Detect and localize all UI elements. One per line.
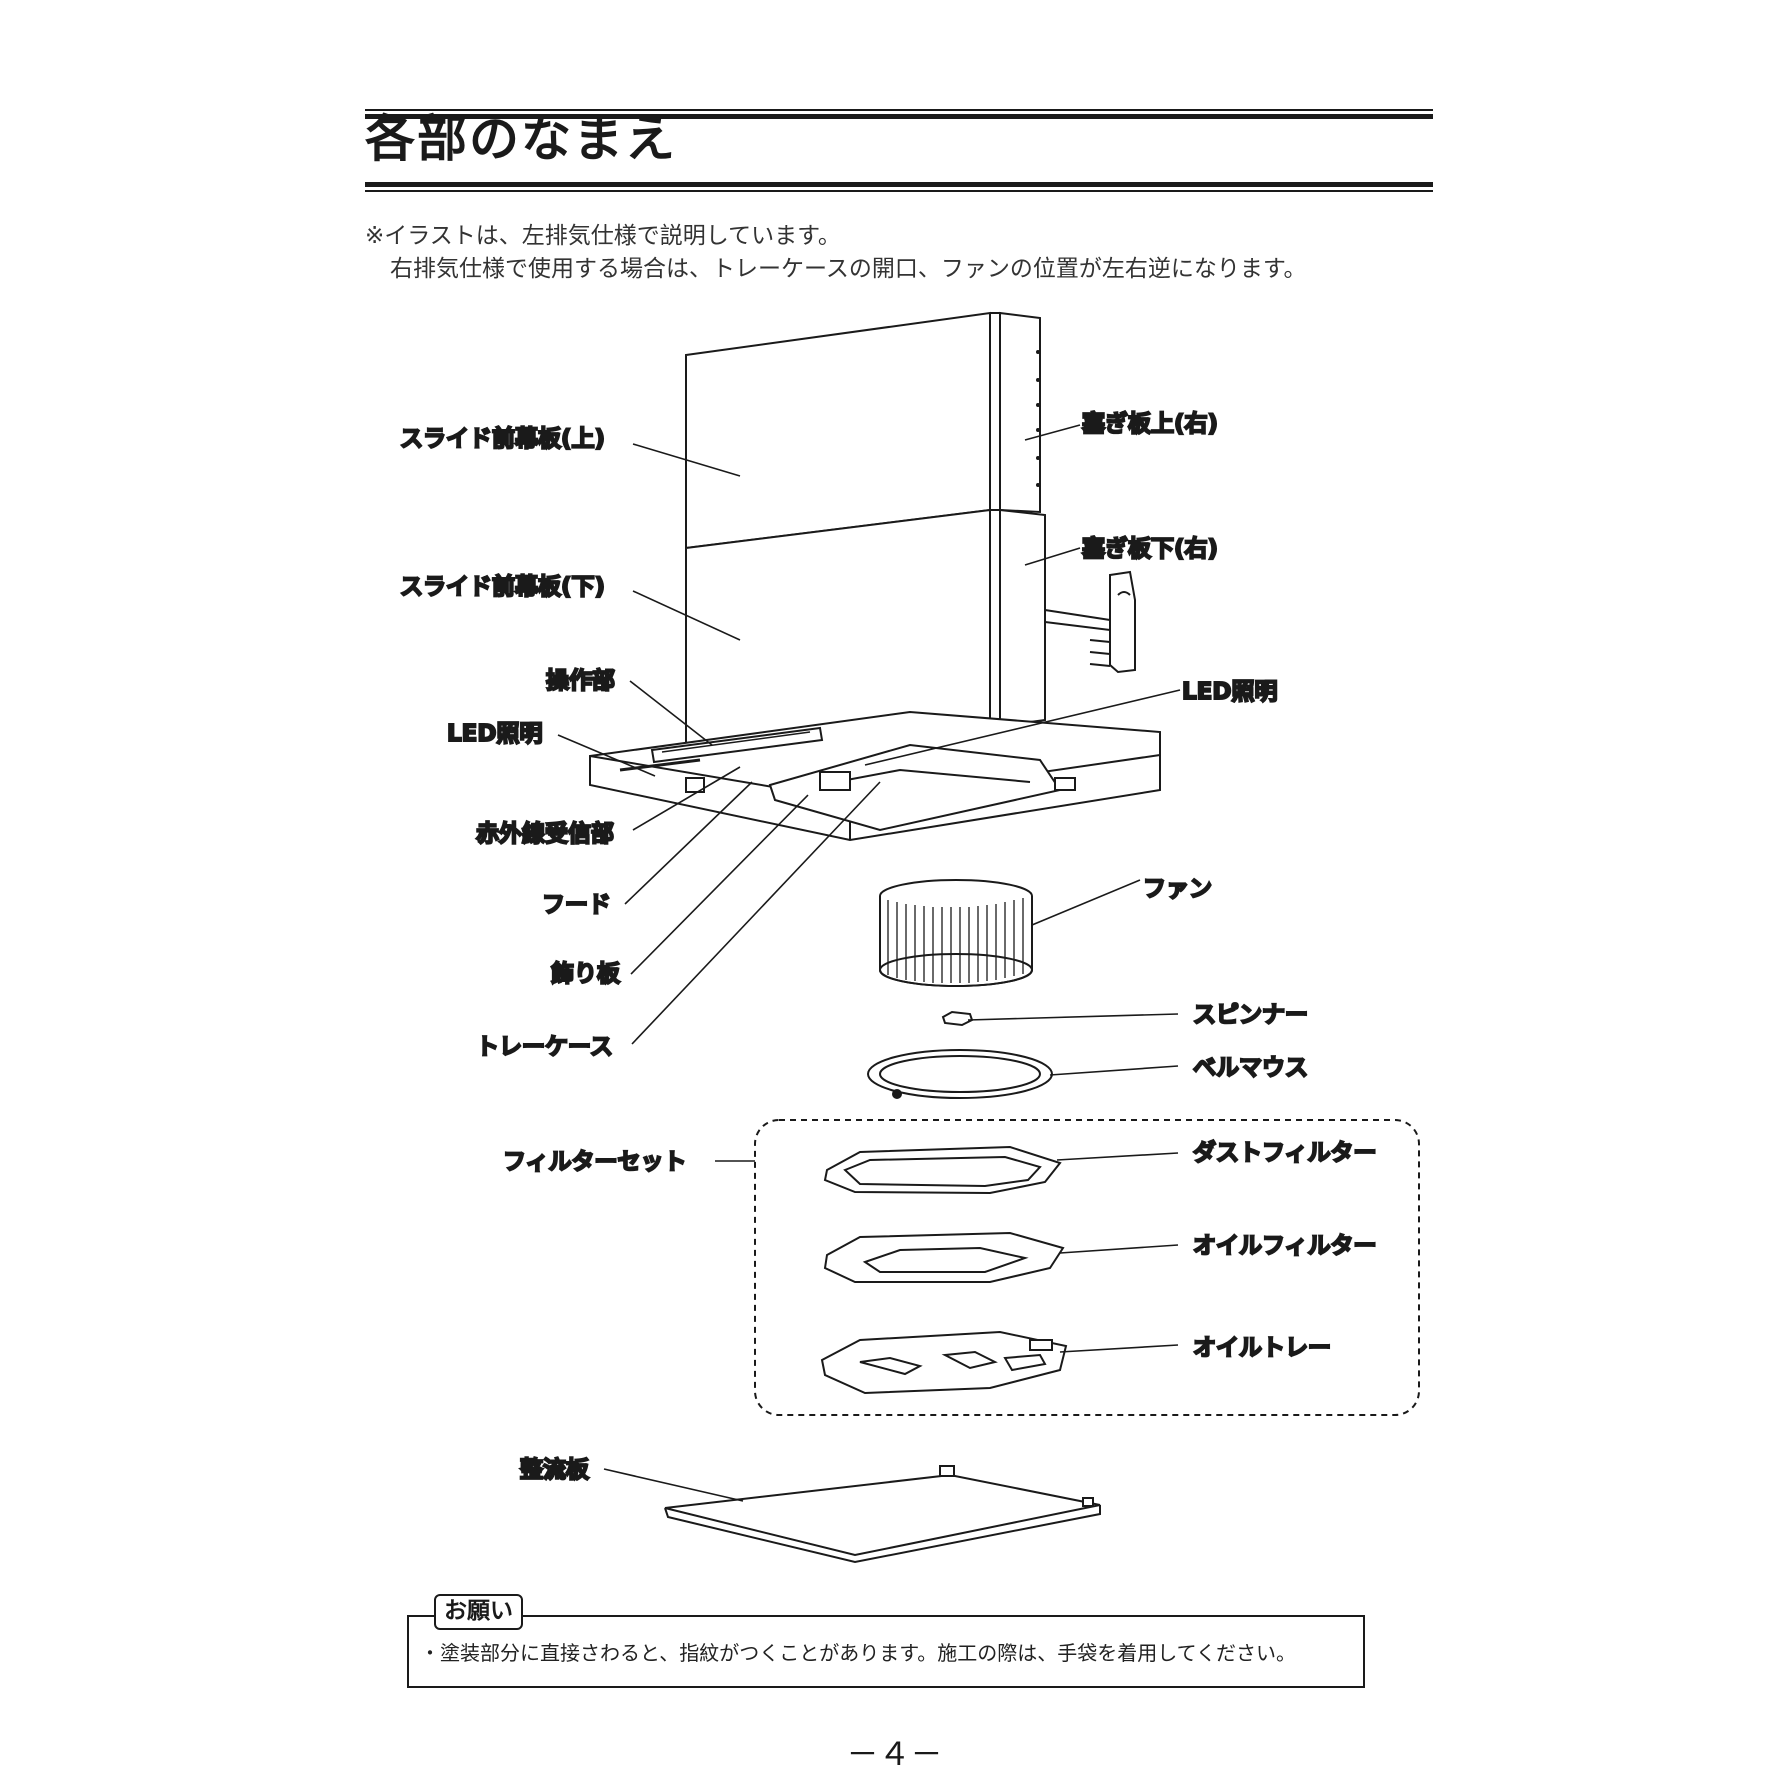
bracket-plate <box>1109 570 1136 674</box>
label-slide-front-lower: スライド前幕板(下) <box>400 573 605 600</box>
label-led-left: LED照明 <box>447 721 542 747</box>
label-led-right: LED照明 <box>1182 679 1277 705</box>
label-rectifier: 整流板 <box>520 1456 590 1483</box>
mounting-bracket <box>1044 608 1111 632</box>
note-line-1: ※イラストは、左排気仕様で説明しています。 <box>365 223 841 249</box>
block-plate-side-lower <box>999 508 1046 728</box>
led-strip-left <box>619 758 701 772</box>
leader-lines <box>557 424 1181 1502</box>
block-plate-holes <box>1036 350 1040 487</box>
label-control-panel: 操作部 <box>546 667 615 694</box>
label-spinner: スピンナー <box>1193 1002 1308 1028</box>
block-plate-side-upper <box>999 311 1041 514</box>
title-rule-top-thick <box>365 114 1433 119</box>
label-ir-receiver: 赤外線受信部 <box>476 820 614 847</box>
fan-drawing <box>879 879 1033 987</box>
title-rule-bottom-thick <box>365 182 1433 187</box>
notice-box <box>407 1615 1365 1688</box>
oil-filter-drawing <box>823 1231 1065 1283</box>
label-dust-filter: ダストフィルター <box>1193 1139 1377 1166</box>
rectifier-plate-drawing <box>664 1473 1101 1557</box>
filter-set-box <box>754 1119 1420 1416</box>
label-hood: フード <box>542 892 611 918</box>
page-title: 各部のなまえ <box>365 110 677 168</box>
label-block-lower-right: 塞ぎ板下(右) <box>1082 535 1218 562</box>
slide-front-upper-panel <box>685 311 991 550</box>
label-fan: ファン <box>1143 876 1212 902</box>
page-number: －４－ <box>846 1735 943 1773</box>
bellmouth-drawing <box>867 1049 1053 1099</box>
hood-mount-right <box>1054 777 1076 791</box>
label-oil-tray: オイルトレー <box>1193 1335 1331 1361</box>
title-rule-top-thin <box>365 109 1433 111</box>
label-filter-set: フィルターセット <box>503 1149 687 1175</box>
oil-tray-drawing <box>820 1330 1068 1395</box>
note-line-2: 右排気仕様で使用する場合は、トレーケースの開口、ファンの位置が左右逆になります。 <box>390 256 1307 282</box>
label-decor-plate: 飾り板 <box>551 960 621 987</box>
block-plate-upper <box>990 312 1001 511</box>
title-rule-bottom-thin <box>365 190 1433 192</box>
label-oil-filter: オイルフィルター <box>1193 1233 1377 1259</box>
hood-mount-left <box>685 777 705 793</box>
notice-title: お願い <box>434 1594 523 1630</box>
label-tray-case: トレーケース <box>476 1034 613 1060</box>
spinner-drawing <box>941 1010 974 1027</box>
label-slide-front-upper: スライド前幕板(上) <box>400 425 605 452</box>
dust-filter-drawing <box>823 1145 1062 1195</box>
notice-text: ・塗装部分に直接さわると、指紋がつくことがあります。施工の際は、手袋を着用してく… <box>420 1641 1296 1665</box>
label-bellmouth: ベルマウス <box>1193 1055 1308 1081</box>
label-block-upper-right: 塞ぎ板上(右) <box>1082 410 1218 437</box>
